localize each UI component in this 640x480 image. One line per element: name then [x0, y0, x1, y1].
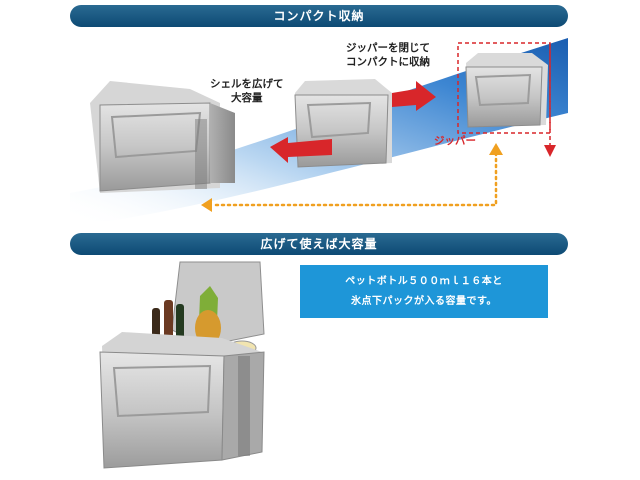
open-cooler-illustration: [99, 261, 265, 469]
cooler-front-emboss: [112, 364, 212, 418]
callout-compact-line-2: コンパクトに収納: [346, 56, 430, 68]
callout-compact: ジッパーを閉じて コンパクトに収納: [346, 41, 430, 69]
callout-expand: シェルを広げて 大容量: [210, 77, 284, 105]
cooler-lid: [171, 261, 265, 347]
callout-expand-line-1: シェルを広げて: [210, 78, 284, 90]
cooler-expanded: [90, 81, 235, 193]
compact-storage-illustration: シェルを広げて 大容量 ジッパーを閉じて コンパクトに収納 ジッパー: [70, 33, 568, 221]
return-dotted-path: [210, 151, 498, 207]
capacity-info-line-1: ペットボトル５００ｍｌ１６本と: [345, 276, 503, 287]
compact-illustration-svg: [70, 38, 568, 221]
return-arrowhead-up: [489, 143, 503, 155]
zipper-down-arrowhead: [544, 145, 556, 157]
section-header-compact: コンパクト収納: [70, 5, 568, 27]
arrow-expand-left: [270, 137, 332, 163]
zipper-label: ジッパー: [434, 135, 476, 147]
arrow-compact-right: [392, 81, 436, 111]
section-header-capacity: 広げて使えば大容量: [70, 233, 568, 255]
cooler-compact: [465, 53, 548, 128]
capacity-info-box: ペットボトル５００ｍｌ１６本と 氷点下パックが入る容量です。: [300, 265, 548, 318]
cooler-strap: [238, 356, 250, 456]
callout-expand-line-2: 大容量: [231, 92, 263, 104]
return-arrowhead-left: [201, 198, 212, 212]
capacity-info-line-2: 氷点下パックが入る容量です。: [351, 296, 497, 307]
callout-compact-line-1: ジッパーを閉じて: [346, 42, 430, 54]
cooler-front: [99, 351, 225, 469]
